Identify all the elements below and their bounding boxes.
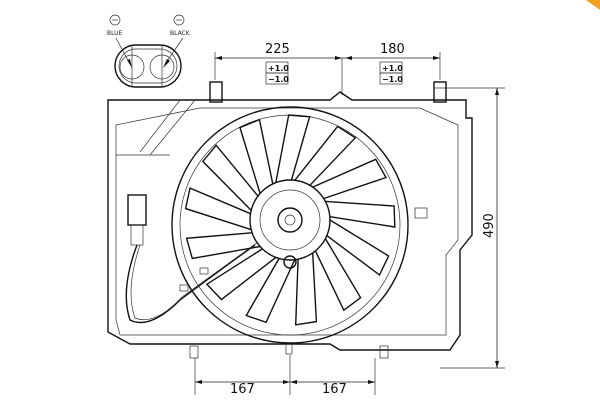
fan-blade — [275, 114, 311, 183]
fan-blade — [245, 258, 296, 324]
fan-blade — [294, 252, 318, 326]
dim-167-right: 167 — [322, 382, 347, 397]
dim-490: 490 — [482, 213, 497, 238]
top-dimensions: 225 180 +1.0 −1.0 +1.0 −1.0 — [214, 42, 441, 95]
corner-accent — [586, 0, 600, 10]
fan-blade — [325, 200, 396, 228]
dim-180: 180 — [380, 42, 405, 57]
fan-blades — [184, 114, 396, 326]
fan-shroud — [107, 81, 473, 359]
tol-minus-left: −1.0 — [268, 75, 289, 84]
fan-blade — [314, 238, 362, 312]
fan-blade — [239, 118, 274, 194]
connector-blue-label: BLUE — [107, 30, 123, 37]
dim-225: 225 — [265, 42, 290, 57]
bottom-dimensions: 167 167 — [194, 355, 376, 397]
height-dimension: 490 — [435, 87, 505, 369]
wire-harness — [125, 194, 259, 324]
connector-black-label: BLACK — [170, 30, 191, 37]
fan-blade — [294, 125, 357, 186]
dim-167-left: 167 — [230, 382, 255, 397]
fan — [171, 106, 409, 344]
fan-blade — [184, 187, 252, 231]
motor-hub — [249, 179, 331, 261]
fan-blade — [312, 158, 388, 200]
tol-minus-right: −1.0 — [382, 75, 403, 84]
fan-blade — [326, 219, 390, 276]
tol-plus-right: +1.0 — [382, 64, 403, 73]
fan-blade — [185, 232, 261, 260]
connector-detail: BLUE BLACK — [107, 14, 191, 88]
tol-plus-left: +1.0 — [268, 64, 289, 73]
fan-blade — [201, 144, 259, 211]
fan-blade — [205, 248, 277, 301]
